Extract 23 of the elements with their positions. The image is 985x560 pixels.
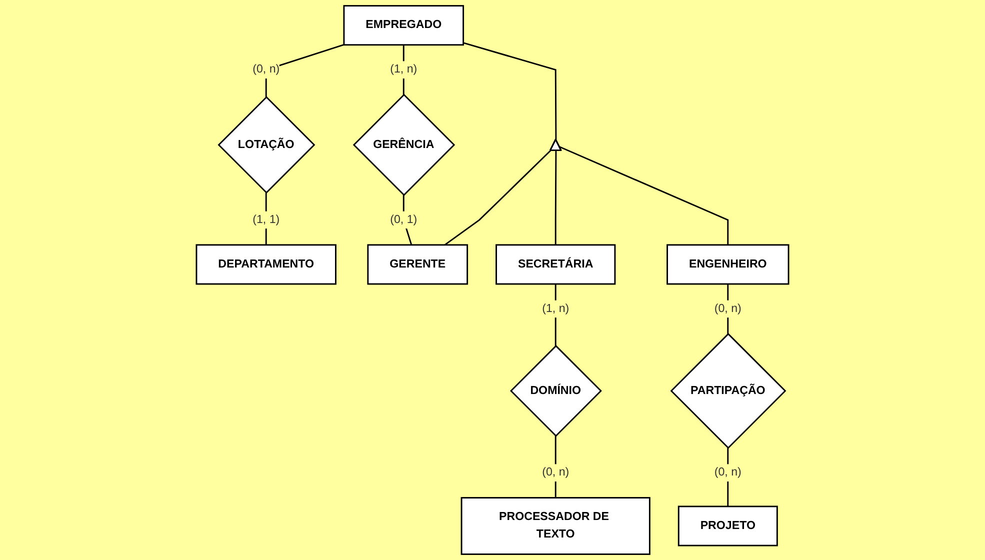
- edge-label: (0, n): [714, 302, 742, 315]
- node-box: EMPREGADO: [343, 5, 464, 46]
- node-diamond: GERÊNCIA: [352, 94, 456, 196]
- node-box: SECRETÁRIA: [496, 244, 616, 285]
- node-diamond: LOTAÇÃO: [218, 96, 316, 194]
- edge-label: (0, n): [714, 466, 742, 479]
- node-box: GERENTE: [367, 244, 468, 285]
- edge-label: (0, 1): [390, 213, 418, 226]
- connector: [559, 146, 729, 245]
- connector: [554, 150, 557, 245]
- edge-label: (1, 1): [252, 213, 280, 226]
- node-box: DEPARTAMENTO: [196, 244, 336, 285]
- node-box: PROJETO: [678, 506, 778, 546]
- connector: [463, 42, 557, 140]
- edge-label: (0, n): [542, 466, 570, 479]
- node-box: PROCESSADOR DE TEXTO: [460, 497, 650, 555]
- connector: [444, 150, 552, 246]
- edge-label: (1, n): [390, 63, 418, 76]
- node-box: ENGENHEIRO: [666, 244, 790, 285]
- node-diamond: PARTIPAÇÃO: [670, 332, 786, 449]
- edge-label: (0, n): [252, 63, 280, 76]
- node-diamond: DOMÍNIO: [510, 344, 602, 437]
- edge-label: (1, n): [542, 302, 570, 315]
